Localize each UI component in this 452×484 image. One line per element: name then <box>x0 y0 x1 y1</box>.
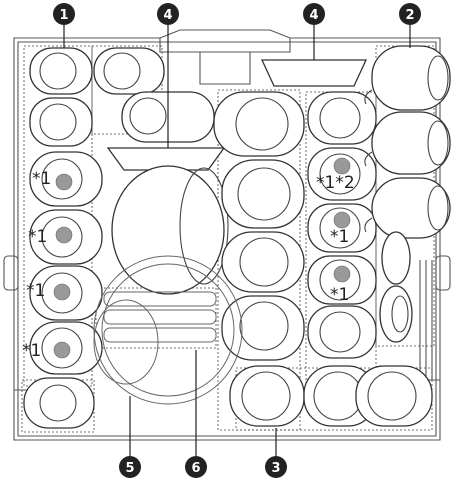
callout-3: 3 <box>265 456 287 478</box>
cup-top-2 <box>94 48 164 94</box>
mark-2: *1 <box>28 227 47 247</box>
svg-text:1: 1 <box>59 8 68 23</box>
svg-text:6: 6 <box>191 461 200 476</box>
mark-5: *1*2 <box>316 173 355 193</box>
mark-4: *1 <box>22 341 41 361</box>
svg-text:2: 2 <box>405 8 414 23</box>
callout-5: 5 <box>119 456 141 478</box>
svg-text:4: 4 <box>309 8 318 23</box>
center-bowl-right <box>262 60 366 86</box>
callout-6: 6 <box>185 456 207 478</box>
center-bowl-left <box>108 148 228 294</box>
callout-4-left: 4 <box>157 3 179 25</box>
right-mug-column <box>365 46 450 342</box>
svg-text:3: 3 <box>271 461 280 476</box>
mark-3: *1 <box>26 281 45 301</box>
mark-7: *1 <box>330 285 349 305</box>
glass-stack <box>104 292 216 342</box>
mark-1: *1 <box>32 169 51 189</box>
cup-left-2 <box>30 98 92 146</box>
middle-cup-column <box>214 92 304 426</box>
svg-text:5: 5 <box>125 461 134 476</box>
cup-left-7 <box>24 378 94 428</box>
svg-text:4: 4 <box>163 8 172 23</box>
callout-1: 1 <box>53 3 75 25</box>
callout-4-right: 4 <box>303 3 325 25</box>
callout-2: 2 <box>399 3 421 25</box>
cup-left-1 <box>30 48 92 94</box>
mark-6: *1 <box>330 227 349 247</box>
